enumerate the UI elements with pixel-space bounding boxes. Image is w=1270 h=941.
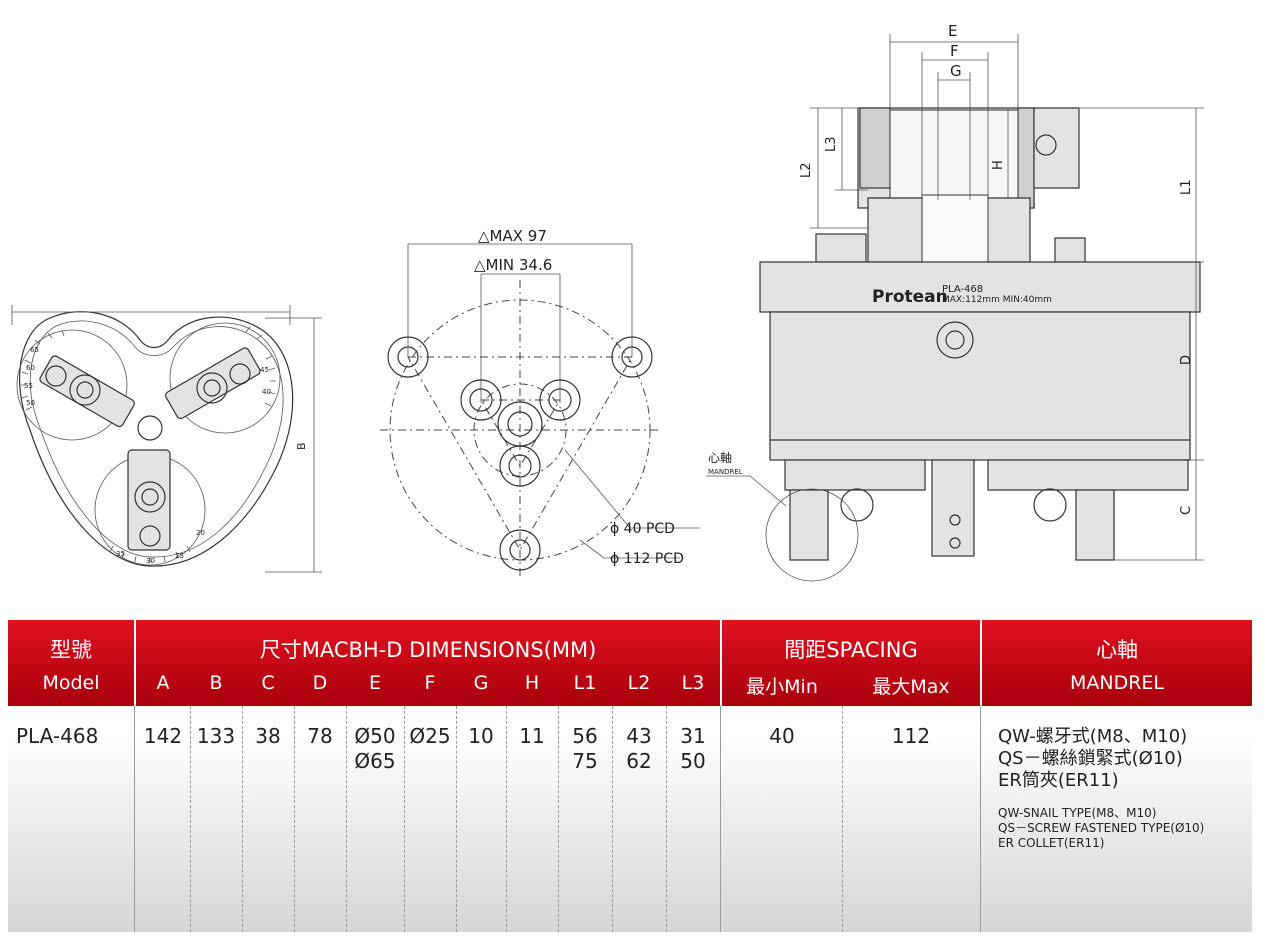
mandrel-label-cn: 心軸 <box>708 451 732 465</box>
scale-label: 60 <box>26 364 35 372</box>
cell-l1: 56 75 <box>558 724 612 774</box>
cell-model: PLA-468 <box>16 724 99 748</box>
cell-max: 112 <box>891 724 931 748</box>
header-spacing: 間距SPACING <box>722 620 980 706</box>
cell-l3: 31 50 <box>666 724 720 774</box>
cell-l2: 43 62 <box>612 724 666 774</box>
dim-label-h: H <box>991 160 1006 170</box>
cell-e-value-1: Ø50 <box>354 724 396 748</box>
mandrel-en-line: QW-SNAIL TYPE(M8、M10) <box>998 806 1157 820</box>
mandrel-label-en: MANDREL <box>708 468 743 476</box>
dim-label-b: B <box>295 442 308 450</box>
cell-mandrel-en: QW-SNAIL TYPE(M8、M10) QS－SCREW FASTENED … <box>998 806 1204 851</box>
header-dimensions: 尺寸MACBH-D DIMENSIONS(MM) <box>136 620 720 706</box>
scale-label: 40 <box>262 388 271 396</box>
header-spacing-title: 間距SPACING <box>784 638 918 662</box>
cell-g: 10 <box>468 724 494 748</box>
dim-label-f: F <box>950 42 959 60</box>
mandrel-cn-line: ER筒夾(ER11) <box>998 770 1119 791</box>
scale-label: 35 <box>116 550 125 558</box>
max-spacing-label: △MAX 97 <box>478 227 547 245</box>
col-header: F <box>424 672 436 694</box>
col-header: L1 <box>573 672 597 694</box>
cell-e-value-2: Ø65 <box>354 749 396 773</box>
dim-label-l2: L2 <box>799 162 814 178</box>
cell-f: Ø25 <box>409 724 451 748</box>
cell-l2-value-2: 62 <box>626 749 652 773</box>
cell-l2-value-1: 43 <box>626 724 652 748</box>
dim-label-d: D <box>1179 355 1194 365</box>
header-model: 型號 Model <box>8 620 134 706</box>
cell-h: 11 <box>519 724 545 748</box>
dim-label-l1: L1 <box>1179 179 1194 195</box>
cell-a: 142 <box>143 724 183 748</box>
scale-label: 45 <box>260 366 269 374</box>
scale-label: 50 <box>26 399 35 407</box>
pcd-112-label: ϕ 112 PCD <box>610 551 684 567</box>
cell-c: 38 <box>255 724 281 748</box>
cell-d: 78 <box>307 724 333 748</box>
dim-label-e: E <box>948 22 957 40</box>
mandrel-cn-line: QS－螺絲鎖緊式(Ø10) <box>998 748 1183 769</box>
cell-b: 133 <box>196 724 236 748</box>
col-header: B <box>209 672 223 694</box>
scale-label: 20 <box>196 529 205 537</box>
col-header: H <box>524 672 540 694</box>
mandrel-en-line: ER COLLET(ER11) <box>998 836 1105 850</box>
mandrel-cn-line: QW-螺牙式(M8、M10) <box>998 726 1188 747</box>
technical-drawings: 65 60 55 50 45 40 35 30 25 20 B △MAX 97 … <box>11 22 1204 582</box>
cell-l1-value-1: 56 <box>572 724 598 748</box>
pcd-view-drawing: △MAX 97 △MIN 34.6 ϕ 40 PCD ϕ 112 PCD <box>380 227 700 580</box>
range-stamp: MAX:112mm MIN:40mm <box>942 295 1052 305</box>
col-header: G <box>473 672 489 694</box>
model-stamp: PLA-468 <box>942 284 983 295</box>
col-header-max: 最大Max <box>872 676 950 698</box>
header-dimensions-title: 尺寸MACBH-D DIMENSIONS(MM) <box>259 638 597 662</box>
header-mandrel-cn: 心軸 <box>1096 638 1138 662</box>
side-view-drawing: Protean PLA-468 MAX:112mm MIN:40mm E F G… <box>706 22 1204 582</box>
header-mandrel: 心軸 MANDREL <box>982 620 1252 706</box>
col-header: L2 <box>627 672 651 694</box>
min-spacing-label: △MIN 34.6 <box>474 256 552 274</box>
cell-min: 40 <box>769 724 795 748</box>
dim-label-c: C <box>1179 506 1194 515</box>
col-header: A <box>156 672 170 694</box>
mandrel-en-line: QS－SCREW FASTENED TYPE(Ø10) <box>998 821 1205 835</box>
scale-label: 65 <box>30 346 39 354</box>
header-model-cn: 型號 <box>50 638 92 662</box>
col-header: D <box>312 672 328 694</box>
cell-mandrel-cn: QW-螺牙式(M8、M10) QS－螺絲鎖緊式(Ø10) ER筒夾(ER11) <box>998 726 1187 792</box>
pcd-40-label: ϕ 40 PCD <box>610 521 675 537</box>
header-mandrel-en: MANDREL <box>1069 672 1165 694</box>
cell-l1-value-2: 75 <box>572 749 598 773</box>
brand-logo: Protean <box>872 287 948 307</box>
col-header: L3 <box>681 672 705 694</box>
col-header: C <box>261 672 275 694</box>
scale-label: 25 <box>175 552 184 560</box>
top-view-drawing: 65 60 55 50 45 40 35 30 25 20 B <box>11 305 322 573</box>
dim-label-l3: L3 <box>824 136 839 152</box>
cell-l3-value-2: 50 <box>680 749 706 773</box>
spec-table: 型號 Model 尺寸MACBH-D DIMENSIONS(MM) 間距SPAC… <box>8 620 1252 932</box>
col-header-min: 最小Min <box>746 676 818 698</box>
scale-label: 30 <box>146 557 155 565</box>
col-header: E <box>368 672 381 694</box>
cell-l3-value-1: 31 <box>680 724 706 748</box>
cell-e: Ø50 Ø65 <box>346 724 404 774</box>
header-model-en: Model <box>42 672 100 694</box>
scale-label: 55 <box>24 382 33 390</box>
dim-label-g: G <box>950 62 962 80</box>
